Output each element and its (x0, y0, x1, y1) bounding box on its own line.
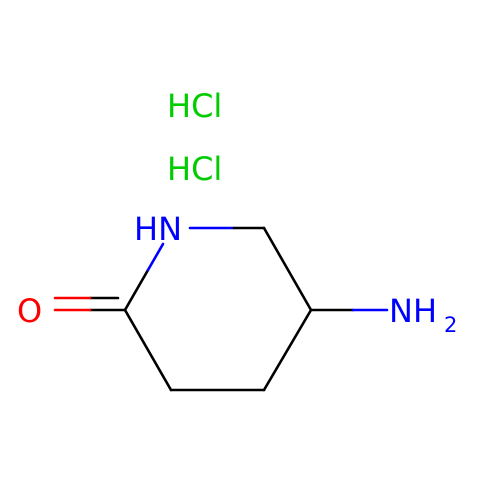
bond-c5-c4 (262, 308, 313, 392)
nh-ring-label: HN (134, 210, 182, 248)
bond-c2-n-b (146, 242, 165, 272)
bond-c6-c5 (262, 226, 313, 312)
nh2-label: NH 2 (389, 292, 457, 337)
bond-group (53, 226, 389, 392)
bond-c2-n (123, 268, 150, 312)
bond-c3-c2 (123, 308, 173, 392)
nh2-subscript: 2 (444, 313, 457, 337)
hcl-label-2: HCl (167, 150, 222, 188)
nh2-main: NH (389, 292, 437, 330)
oxygen-label: O (17, 292, 42, 330)
hcl-label-1: HCl (167, 87, 222, 125)
